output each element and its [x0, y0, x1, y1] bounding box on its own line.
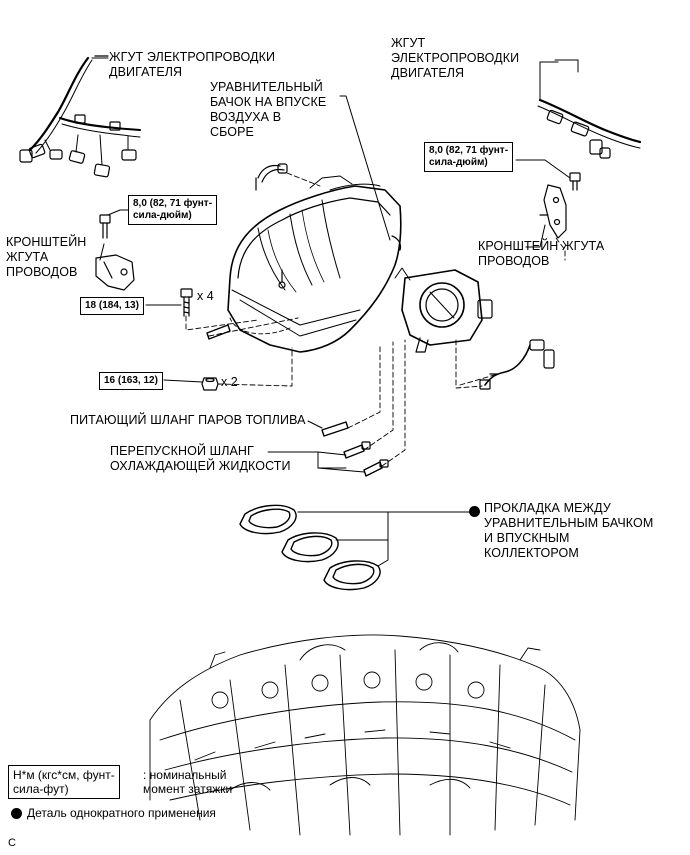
- assembly-guide-lines: [185, 172, 566, 467]
- wire-harness-bracket-right: [539, 184, 567, 239]
- legend-torque-unit: Н*м (кгс*см, фунт-сила-фут): [8, 765, 120, 799]
- throttle-harness-connector: [479, 339, 555, 390]
- single-use-marker: [469, 506, 480, 517]
- figure-corner-code: C: [8, 837, 16, 849]
- vacuum-port-connector: [255, 163, 288, 191]
- bolt-x4: [180, 288, 193, 317]
- leader-lines: [91, 57, 571, 567]
- wire-harness-bracket-left: [95, 254, 135, 291]
- legend-single-use-dot: [11, 808, 22, 819]
- legend-single-use-text: Деталь однократного применения: [27, 806, 216, 820]
- torque-box-nuts: 16 (163, 12): [99, 372, 163, 390]
- engine-assembly-sketch: [149, 634, 581, 836]
- bolt-left-bracket: [99, 214, 111, 239]
- small-hose-left: [206, 324, 231, 340]
- intake-air-surge-tank: [227, 175, 402, 353]
- label-fuel-vapor-feed-hose: ПИТАЮЩИЙ ШЛАНГ ПАРОВ ТОПЛИВА: [70, 413, 306, 427]
- nut-x2: [201, 377, 219, 391]
- engine-wire-harness-right: [537, 59, 642, 159]
- torque-box-bolts: 18 (184, 13): [80, 297, 144, 315]
- fuel-vapor-feed-hose: [321, 421, 349, 437]
- throttle-body: [394, 267, 493, 353]
- bolt-right: [569, 172, 581, 191]
- nut-quantity: x 2: [221, 375, 238, 389]
- surge-tank-gaskets: [239, 504, 381, 591]
- torque-box-right-bolt: 8,0 (82, 71 фунт-сила-дюйм): [424, 142, 514, 172]
- torque-box-left-bolt: 8,0 (82, 71 фунт-сила-дюйм): [128, 195, 218, 225]
- bolt-quantity: x 4: [197, 289, 214, 303]
- engine-wire-harness-left: [19, 55, 141, 178]
